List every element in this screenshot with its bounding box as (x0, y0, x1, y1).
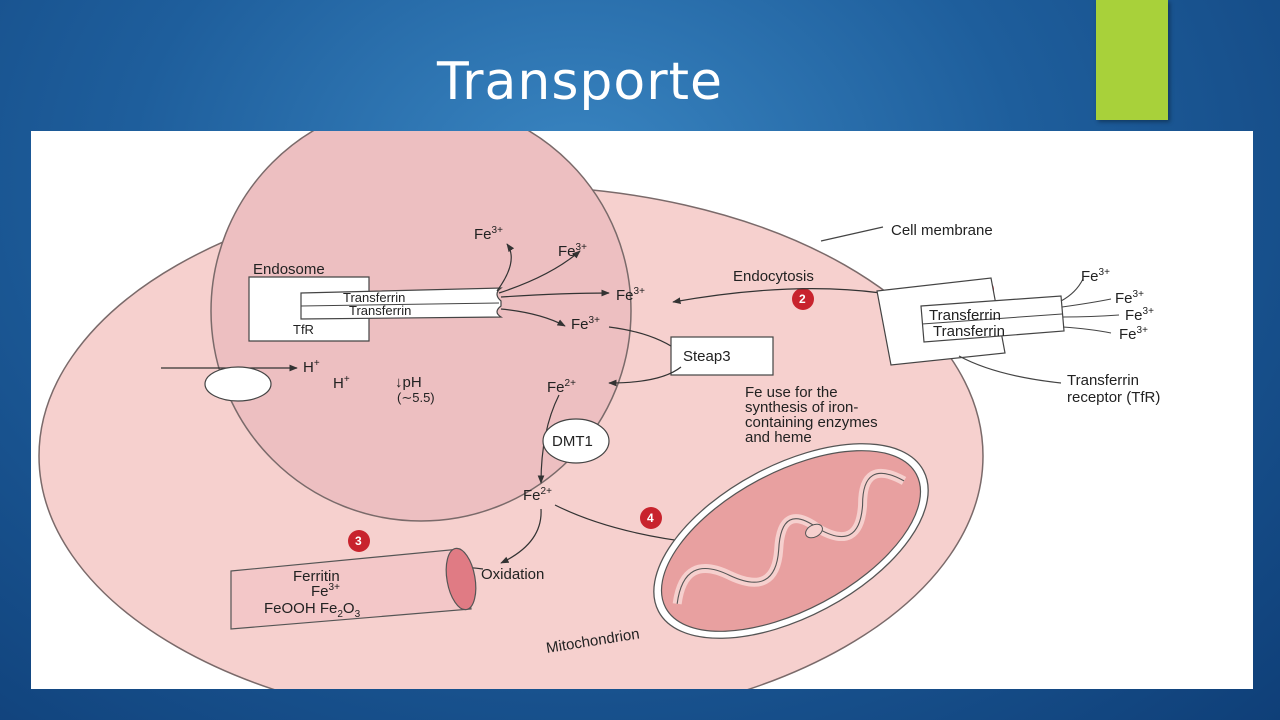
arrow-steap3-to-fe2 (608, 366, 682, 387)
ferritin-line-2: Fe3+ (311, 582, 340, 600)
tfr-short-label: TfR (293, 322, 314, 337)
tfr-label-line-2: receptor (TfR) (1067, 389, 1160, 406)
ferritin-cylinder-end (445, 547, 477, 611)
svg-text:3: 3 (355, 534, 362, 548)
oxidation-label: Oxidation (481, 566, 544, 583)
fe-use-line-1: Fe use for the (745, 384, 838, 401)
endosome-transferrin-1: Transferrin (343, 290, 405, 305)
arrow-fe-release-2 (498, 250, 581, 294)
fe-use-line-2: synthesis of iron- (745, 399, 858, 416)
fe-use-line-3: containing enzymes (745, 414, 878, 431)
mitochondrion (653, 443, 929, 639)
fe-bond-4 (1062, 326, 1112, 334)
fe3-endo-2: Fe3+ (558, 242, 587, 260)
surface-transferrin-1: Transferrin (929, 307, 1001, 324)
endosome (210, 131, 632, 522)
fe3-out-2: Fe3+ (1115, 289, 1144, 307)
cell-membrane-leader (820, 226, 884, 242)
fe3-out-4: Fe3+ (1119, 325, 1148, 343)
fe-bond-3 (1062, 314, 1120, 318)
fe3-endo-4: Fe3+ (571, 315, 600, 333)
accent-bar (1096, 0, 1168, 120)
fe-use-line-4: and heme (745, 429, 812, 446)
endosome-label: Endosome (253, 261, 325, 278)
tfr-leader (958, 355, 1062, 384)
fe3-out-1: Fe3+ (1081, 267, 1110, 285)
ferritin-cylinder (230, 548, 472, 630)
step-badge-2: 2 (792, 288, 814, 310)
h-plus-1: H+ (303, 358, 320, 376)
figure-panel: Cell membrane Endosome TfR Transferrin T… (31, 131, 1253, 689)
step-badge-4: 4 (640, 507, 662, 529)
svg-text:2: 2 (799, 292, 806, 306)
iron-transport-diagram: Cell membrane Endosome TfR Transferrin T… (38, 131, 1160, 689)
ph-value: (∼5.5) (397, 390, 435, 405)
steap3-box (670, 336, 774, 376)
svg-text:4: 4 (647, 511, 654, 525)
endosome-transferrin-band (300, 287, 504, 320)
ferritin-line-3: FeOOH Fe2O3 (264, 600, 361, 620)
fe3-out-3: Fe3+ (1125, 306, 1154, 324)
ph-label: ↓pH (395, 374, 422, 391)
endosome-transferrin-divider (300, 302, 500, 307)
surface-transferrin-2: Transferrin (933, 323, 1005, 340)
steap3-label: Steap3 (683, 348, 731, 365)
arrow-to-oxidation (500, 508, 542, 564)
arrow-fe-release-4 (500, 308, 566, 327)
slide-title: Transporte (437, 52, 723, 112)
fe3-endo-1: Fe3+ (474, 225, 503, 243)
dmt1-label: DMT1 (552, 433, 593, 450)
fe-bond-1 (1060, 278, 1084, 302)
proton-pump (204, 366, 272, 402)
endosome-transferrin-2: Transferrin (349, 303, 411, 318)
fe2-cytosol: Fe2+ (523, 486, 552, 504)
tfr-label-line-1: Transferrin (1067, 372, 1139, 389)
cell-membrane-label: Cell membrane (891, 222, 993, 239)
dmt1-transporter (542, 418, 610, 464)
h-plus-2: H+ (333, 374, 350, 392)
fe-bond-2 (1061, 298, 1112, 308)
arrow-fe-release-3 (500, 289, 610, 298)
fe3-endo-3: Fe3+ (616, 286, 645, 304)
surface-transferrin-divider (921, 313, 1063, 325)
step-badge-3: 3 (348, 530, 370, 552)
fe2-endosome: Fe2+ (547, 378, 576, 396)
ferritin-line-1: Ferritin (293, 568, 340, 585)
arrow-fe-release-1 (496, 243, 515, 292)
endocytosis-label: Endocytosis (733, 268, 814, 285)
arrow-endocytosis (672, 288, 882, 304)
